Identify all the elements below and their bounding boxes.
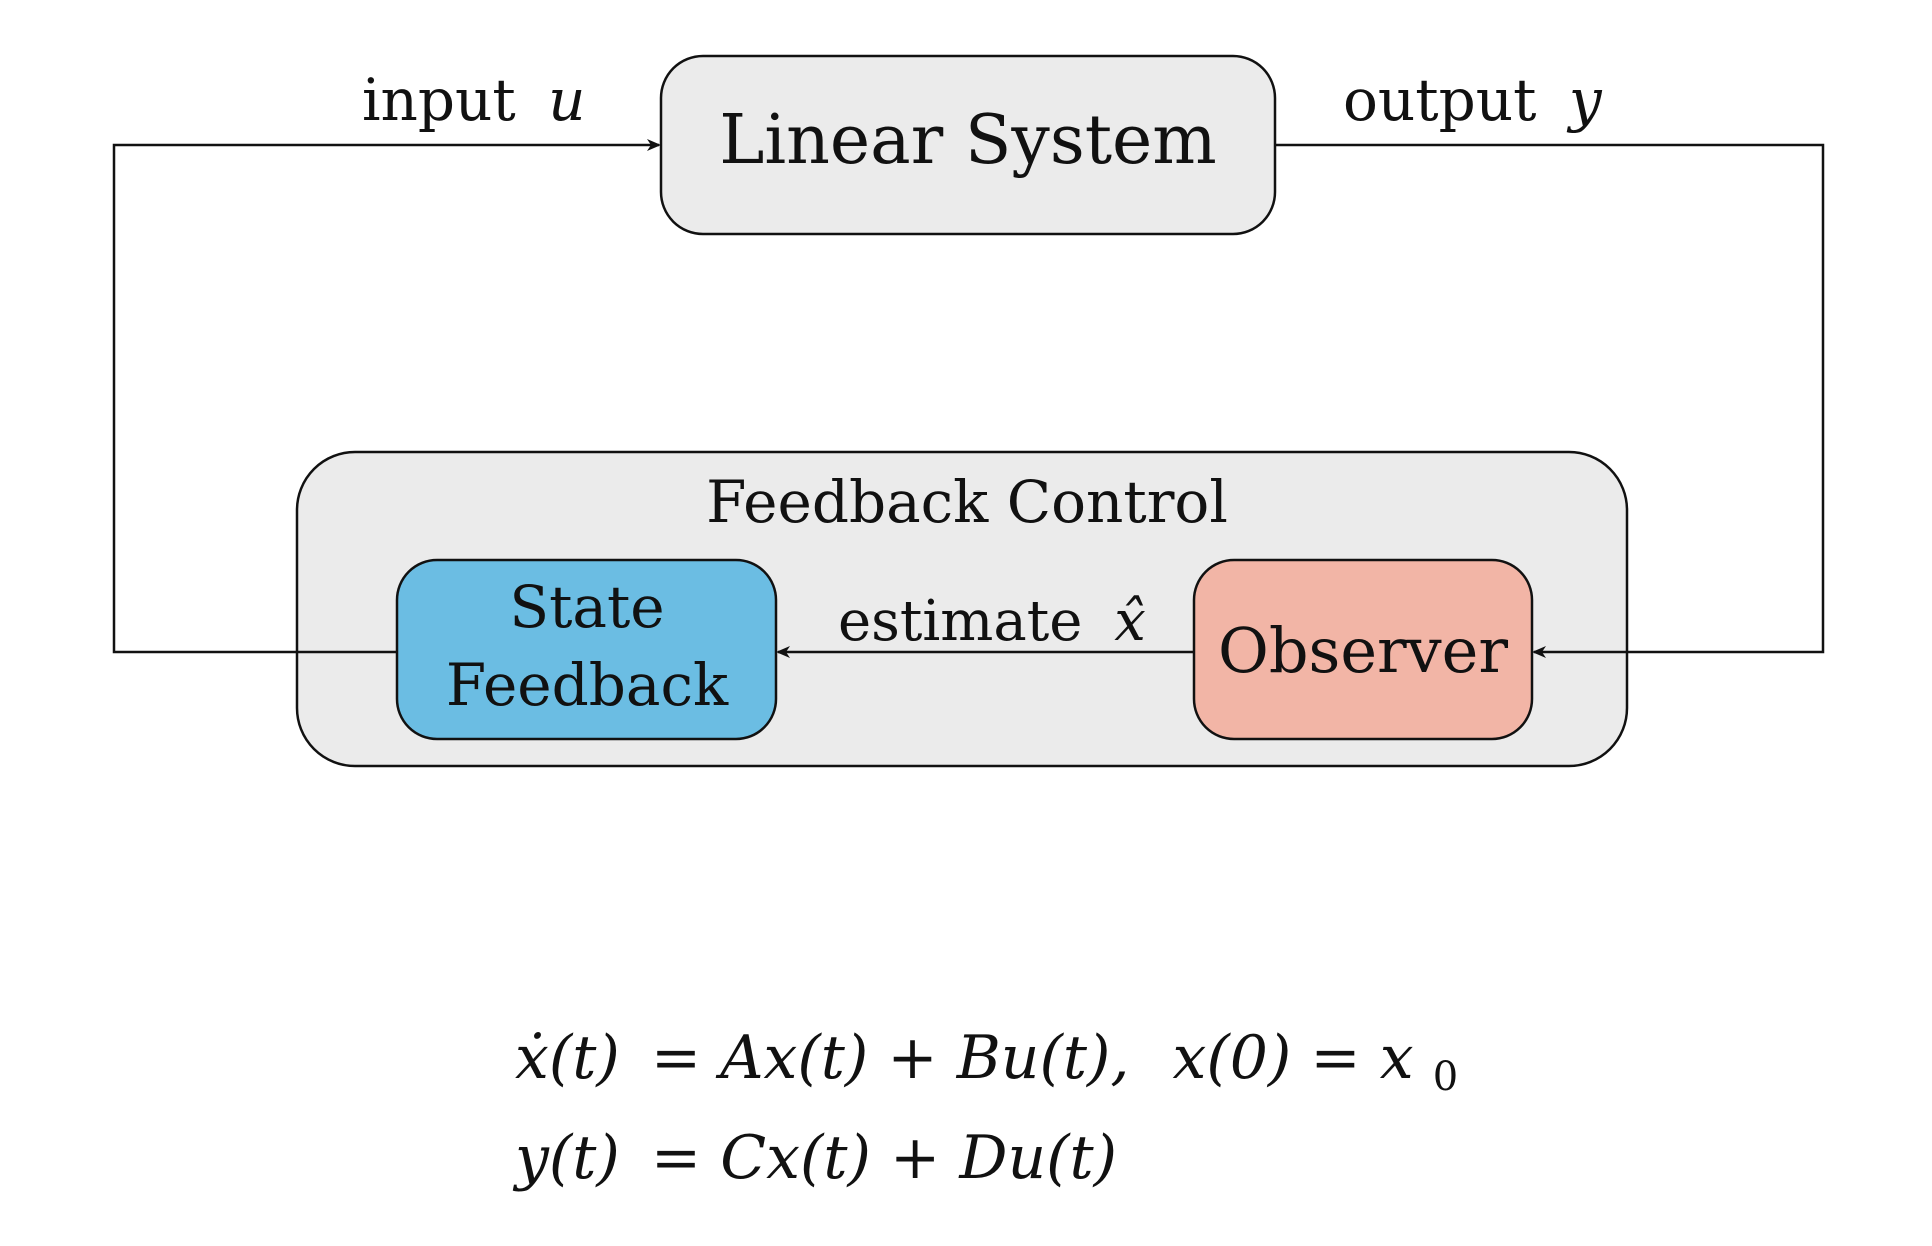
feedback-control-label: Feedback Control [706, 468, 1228, 536]
input-label-word: input [362, 66, 516, 134]
output-equation-rhs: = Cx(t) + Du(t) [651, 1123, 1117, 1193]
output-signal-line [1275, 143, 1825, 658]
state-equation-initial: x(0) = x [1173, 1023, 1414, 1093]
output-equation: y(t) = Cx(t) + Du(t) [512, 1123, 1117, 1193]
input-signal-line [112, 139, 661, 654]
state-feedback-label-line1: State [509, 573, 664, 641]
output-equation-lhs: y(t) [512, 1123, 620, 1193]
state-equation-lhs: ẋ(t) [515, 1023, 620, 1093]
output-label-word: output [1343, 66, 1536, 134]
state-equation: ẋ(t) = Ax(t) + Bu(t), x(0) = x 0 [515, 1023, 1458, 1100]
observer-label: Observer [1218, 614, 1508, 687]
estimate-label-word: estimate [838, 589, 1082, 654]
output-label: output y [1343, 66, 1603, 134]
input-label: input u [362, 66, 586, 134]
linear-system-label: Linear System [719, 101, 1217, 180]
estimate-label-symbol: x̂ [1114, 589, 1146, 654]
state-equation-rhs: = Ax(t) + Bu(t), [651, 1023, 1130, 1093]
output-label-symbol: y [1566, 66, 1603, 134]
estimate-label: estimate x̂ [838, 589, 1146, 654]
state-feedback-label-line2: Feedback [446, 651, 729, 719]
input-label-symbol: u [548, 66, 585, 134]
state-equation-initial-subscript: 0 [1433, 1054, 1458, 1100]
